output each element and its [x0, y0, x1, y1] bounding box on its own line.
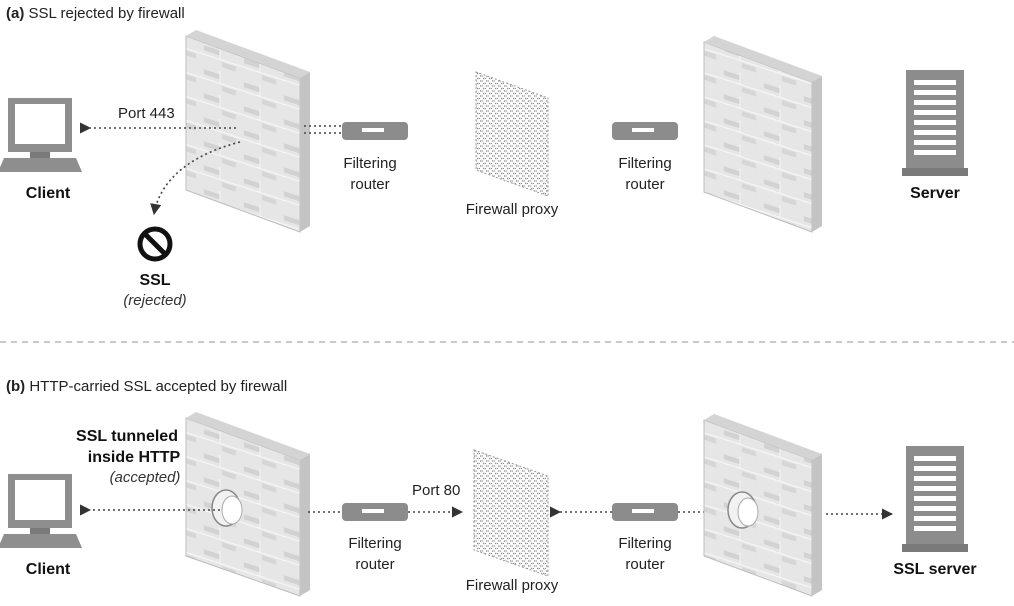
proxy-label: Firewall proxy: [466, 201, 559, 218]
ssl-label: SSL: [139, 272, 170, 289]
panel-a-title-text: SSL rejected by firewall: [29, 5, 185, 22]
firewall-wall-icon: [185, 30, 310, 233]
router1-label-line1: Filtering: [343, 155, 396, 172]
server-icon: [902, 70, 968, 176]
panel-a: (a) SSL rejected by firewall Client Port…: [0, 5, 968, 309]
panel-b-title: (b) HTTP-carried SSL accepted by firewal…: [6, 378, 287, 395]
rejected-ssl-arrow: [150, 141, 241, 216]
tunnel-hole-icon: [211, 489, 243, 527]
ssl-rejected-status: (rejected): [123, 292, 186, 309]
firewall-proxy-b-icon: [473, 449, 549, 577]
server-label: Server: [910, 185, 960, 202]
filtering-router-2-icon: [612, 122, 678, 140]
panel-a-tag: (a): [6, 5, 24, 22]
router1-label-line2: router: [350, 176, 389, 193]
client-label-b: Client: [26, 561, 71, 578]
proxy-label-b: Firewall proxy: [466, 577, 559, 594]
router1-b-label-line2: router: [355, 556, 394, 573]
router2-label-line1: Filtering: [618, 155, 671, 172]
tunnel-label-line2: inside HTTP: [88, 449, 181, 466]
tunnel-hole-2-icon: [727, 491, 759, 529]
tunnel-status: (accepted): [110, 469, 181, 486]
prohibited-icon: [137, 226, 173, 262]
filtering-router-b-icon: [342, 503, 408, 521]
firewall-wall-b-icon: [185, 412, 310, 597]
port-443-label: Port 443: [118, 105, 175, 122]
port-80-label: Port 80: [412, 482, 460, 499]
tunnel-label-line1: SSL tunneled: [76, 428, 178, 445]
panel-b: (b) HTTP-carried SSL accepted by firewal…: [0, 378, 977, 597]
router2-b-label-line2: router: [625, 556, 664, 573]
client-computer-icon-b: [0, 474, 82, 548]
router1-b-label-line1: Filtering: [348, 535, 401, 552]
router2-label-line2: router: [625, 176, 664, 193]
ssl-server-icon: [902, 446, 968, 552]
panel-b-tag: (b): [6, 378, 25, 395]
filtering-router-icon: [342, 122, 408, 140]
firewall-wall-2-icon: [703, 36, 822, 233]
firewall-proxy-icon: [475, 71, 549, 197]
firewall-wall-2-b-icon: [703, 414, 822, 597]
panel-b-title-text: HTTP-carried SSL accepted by firewall: [29, 378, 287, 395]
client-computer-icon: [0, 98, 82, 172]
panel-a-title: (a) SSL rejected by firewall: [6, 5, 185, 22]
ssl-server-label: SSL server: [893, 561, 976, 578]
router2-b-label-line1: Filtering: [618, 535, 671, 552]
filtering-router-2-b-icon: [612, 503, 678, 521]
client-label: Client: [26, 185, 71, 202]
